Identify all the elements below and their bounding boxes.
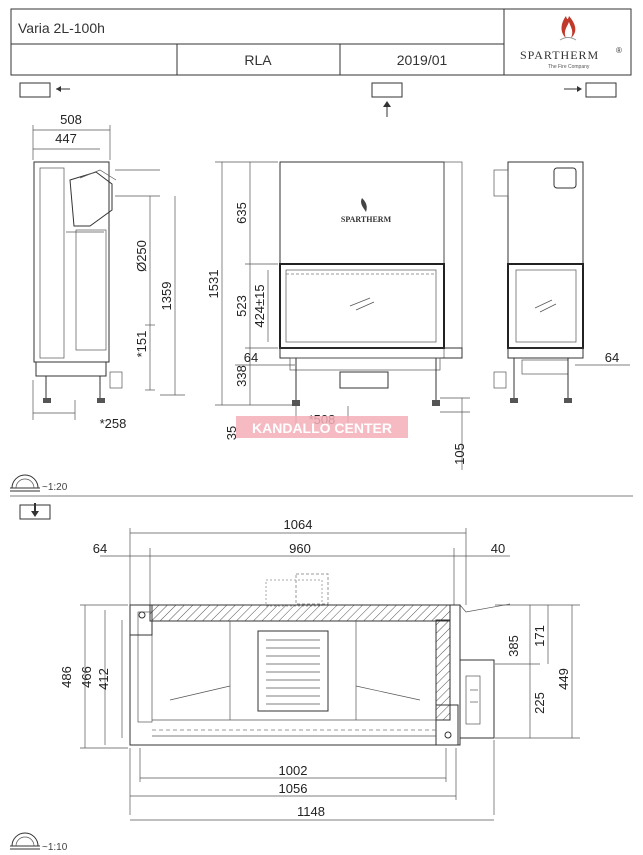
dim-523: 523 <box>234 295 249 317</box>
front-view: SPARTHERM 1531 635 523 424±15 338 64 35 <box>206 161 470 470</box>
plan-view: 1064 64 960 40 <box>59 517 580 821</box>
dim-35: 35 <box>224 426 239 440</box>
revision-date: 2019/01 <box>397 52 448 68</box>
spartherm-logo: SPARTHERM ® The Fire Company <box>520 16 622 70</box>
side-view-right: 64 <box>493 161 630 403</box>
scale-icon: ~1:20 <box>10 474 68 493</box>
dim-diameter-250: Ø250 <box>134 240 149 272</box>
dim-64-right: 64 <box>605 350 619 365</box>
dim-1002: 1002 <box>279 763 308 778</box>
scale-label-top: ~1:20 <box>42 482 68 493</box>
dim-64-front: 64 <box>244 350 258 365</box>
dim-412: 412 <box>96 668 111 690</box>
dim-64-plan: 64 <box>93 541 107 556</box>
dim-171: 171 <box>532 625 547 647</box>
brand-tagline: The Fire Company <box>548 64 590 70</box>
scale-label-bottom: ~1:10 <box>42 842 68 853</box>
model-name: Varia 2L-100h <box>18 20 105 36</box>
dim-225: 225 <box>532 692 547 714</box>
dim-424: 424±15 <box>252 284 267 327</box>
dim-40: 40 <box>491 541 505 556</box>
scale-icon-bottom: ~1:10 <box>10 832 68 853</box>
arrow-left-icon <box>19 82 70 98</box>
dim-960: 960 <box>289 541 311 556</box>
dim-1359: 1359 <box>159 282 174 311</box>
side-view-left: 508 447 Ø250 1359 *151 *258 <box>32 112 185 431</box>
brand-registered: ® <box>616 46 622 55</box>
stove-logo: SPARTHERM <box>341 215 392 224</box>
dim-105: 105 <box>452 443 467 465</box>
dim-151: *151 <box>134 331 149 358</box>
watermark: KANDALLO CENTER <box>236 416 408 438</box>
watermark-text: KANDALLO CENTER <box>252 420 392 436</box>
dim-449: 449 <box>556 668 571 690</box>
dim-635: 635 <box>234 202 249 224</box>
dim-1056: 1056 <box>279 781 308 796</box>
title-block: Varia 2L-100h RLA 2019/01 SPARTHERM ® Th… <box>10 8 632 76</box>
arrow-up-icon <box>371 82 403 117</box>
dim-508: 508 <box>60 112 82 127</box>
dim-258: *258 <box>100 416 127 431</box>
dim-447: 447 <box>55 131 77 146</box>
dim-1148: 1148 <box>297 804 325 819</box>
arrow-right-icon <box>564 82 617 98</box>
dim-486: 486 <box>59 666 74 688</box>
dim-1064: 1064 <box>284 517 313 532</box>
arrow-down-icon <box>19 503 51 520</box>
dim-466: 466 <box>79 666 94 688</box>
dim-1531: 1531 <box>206 270 221 299</box>
variant-code: RLA <box>244 52 272 68</box>
dim-338: 338 <box>234 365 249 387</box>
brand-name: SPARTHERM <box>520 48 599 62</box>
dim-385: 385 <box>506 635 521 657</box>
